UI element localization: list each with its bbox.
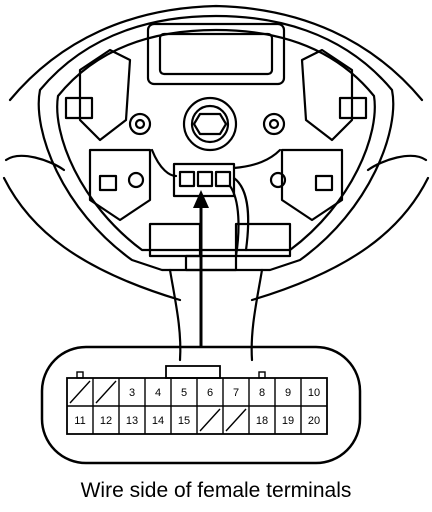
terminal-5: 5 xyxy=(181,387,187,399)
blank-terminal-slash xyxy=(69,380,91,404)
terminal-10: 10 xyxy=(308,387,320,399)
terminal-12: 12 xyxy=(100,415,112,427)
terminal-13: 13 xyxy=(126,415,138,427)
blank-terminal-slash xyxy=(199,408,221,432)
caption: Wire side of female terminals xyxy=(80,479,352,502)
terminal-9: 9 xyxy=(285,387,291,399)
terminal-7: 7 xyxy=(233,387,239,399)
pointer-arrow xyxy=(193,190,209,346)
terminal-4: 4 xyxy=(155,387,161,399)
terminal-11: 11 xyxy=(74,415,85,427)
terminal-3: 3 xyxy=(129,387,135,399)
blank-terminal-slash xyxy=(225,408,247,432)
terminal-grid: 3 4 5 6 7 8 9 10 11 12 13 14 15 18 19 20 xyxy=(69,371,320,434)
terminal-8: 8 xyxy=(259,387,265,399)
terminal-20: 20 xyxy=(308,415,320,427)
steering-wheel-outline xyxy=(2,4,430,362)
terminal-19: 19 xyxy=(282,415,294,427)
terminal-18: 18 xyxy=(256,415,268,427)
terminal-6: 6 xyxy=(207,387,213,399)
connector-detail: 3 4 5 6 7 8 9 10 11 12 13 14 15 18 19 20 xyxy=(40,345,362,465)
terminal-14: 14 xyxy=(152,415,164,427)
terminal-15: 15 xyxy=(178,415,190,427)
connector-latch-tab xyxy=(258,371,266,379)
connector-latch-tab xyxy=(76,371,84,379)
blank-terminal-slash xyxy=(95,380,117,404)
